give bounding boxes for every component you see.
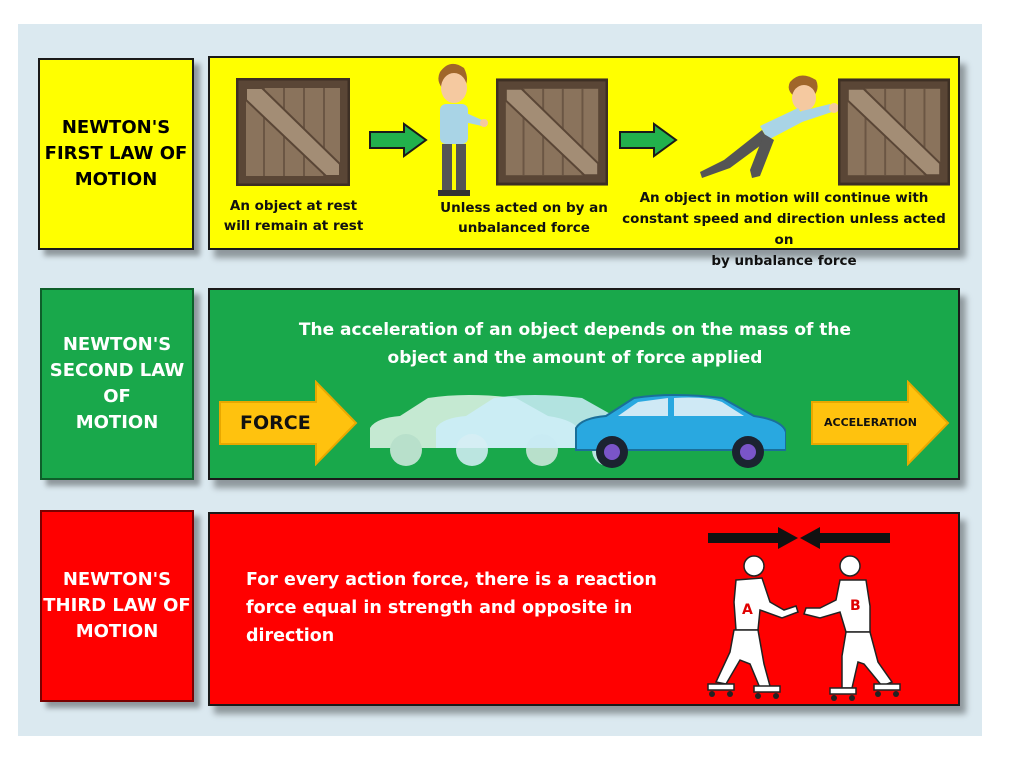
third-law-title-box: NEWTON'S THIRD LAW OF MOTION — [40, 510, 194, 702]
caption-in-motion: An object in motion will continue with c… — [622, 190, 946, 269]
first-law-title: NEWTON'S FIRST LAW OF MOTION — [44, 117, 188, 190]
standing-man-icon — [438, 63, 488, 196]
first-law-title-box: NEWTON'S FIRST LAW OF MOTION — [38, 58, 194, 250]
second-law-title-box: NEWTON'S SECOND LAW OF MOTION — [40, 288, 194, 480]
second-law-statement: The acceleration of an object depends on… — [298, 320, 852, 368]
second-law-panel: The acceleration of an object depends on… — [208, 288, 960, 480]
skaters-icon: A B — [707, 555, 901, 701]
caption-unless-acted: Unless acted on by an unbalanced force — [440, 200, 608, 236]
shirt-letter-right: B — [850, 598, 861, 614]
opposing-arrows-icon — [708, 527, 890, 549]
car-icon — [370, 394, 786, 468]
crate-icon — [496, 78, 608, 186]
third-law-statement: For every action force, there is a react… — [246, 570, 657, 646]
first-law-panel: An object at rest will remain at rest Un… — [208, 56, 960, 269]
crate-icon — [838, 78, 950, 186]
shirt-letter-left: A — [742, 602, 753, 618]
force-arrow-icon — [219, 380, 358, 466]
crate-icon — [236, 78, 350, 186]
force-label: FORCE — [240, 412, 311, 434]
second-law-title: NEWTON'S SECOND LAW OF MOTION — [49, 334, 185, 433]
right-arrow-icon — [369, 122, 428, 158]
right-arrow-icon — [619, 122, 678, 158]
acceleration-label: ACCELERATION — [824, 416, 917, 429]
caption-at-rest: An object at rest will remain at rest — [223, 198, 364, 234]
third-law-panel: For every action force, there is a react… — [208, 512, 960, 706]
acceleration-arrow-icon — [811, 380, 950, 466]
third-law-title: NEWTON'S THIRD LAW OF MOTION — [43, 569, 191, 642]
pushing-man-icon — [700, 75, 839, 178]
diagram-canvas: NEWTON'S FIRST LAW OF MOTION An object a… — [18, 24, 982, 736]
